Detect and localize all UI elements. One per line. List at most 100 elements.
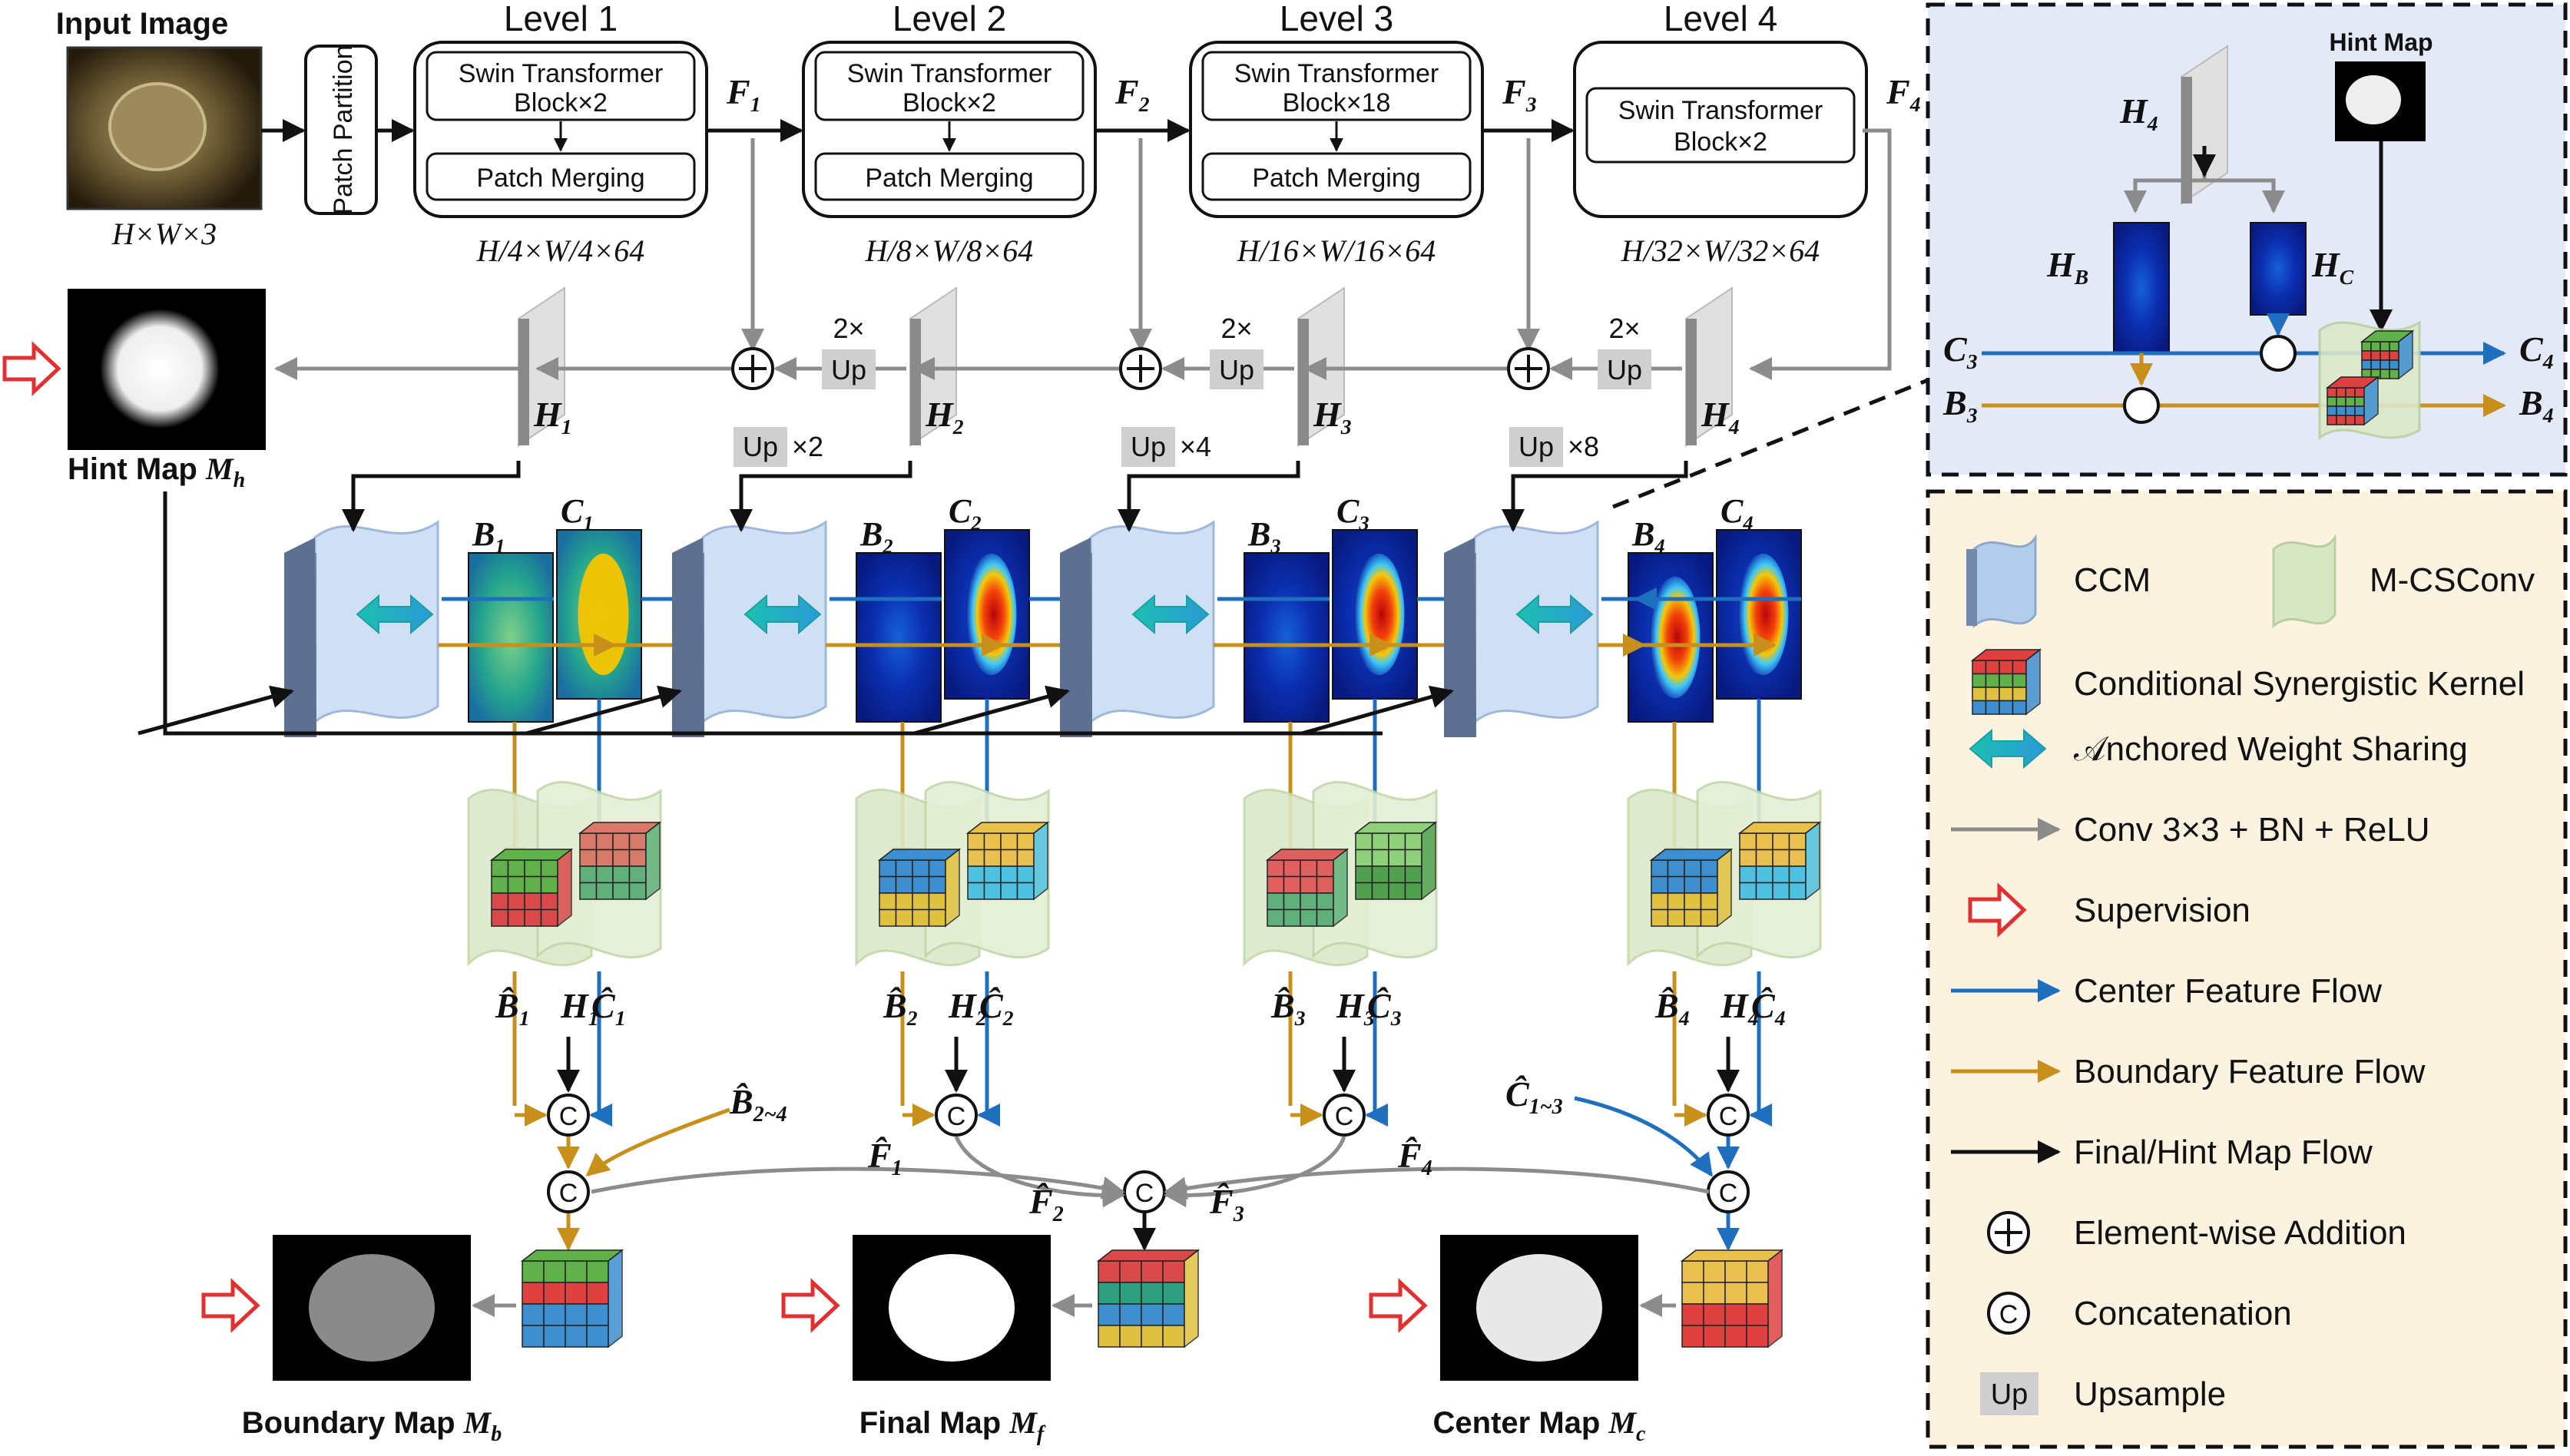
inset-kernel-b bbox=[2325, 376, 2380, 426]
cube-cell bbox=[967, 865, 985, 884]
cube-cell bbox=[1739, 849, 1757, 867]
cube-cell bbox=[1119, 1325, 1142, 1348]
legend-upsample-label: Upsample bbox=[2074, 1375, 2226, 1413]
hint-diag-1 bbox=[137, 685, 294, 736]
hint-map-label: Hint Map Mh bbox=[68, 452, 245, 492]
legend-mcsconv-label: M-CSConv bbox=[2370, 561, 2535, 599]
kernel-c-2 bbox=[965, 821, 1050, 901]
swin-block-box bbox=[814, 51, 1085, 121]
h-label-3: H3 bbox=[1313, 395, 1352, 438]
inset-hc-label: HC bbox=[2311, 245, 2354, 289]
legend-kernel-label: Conditional Synergistic Kernel bbox=[2074, 665, 2525, 703]
swin-block-count: Block×2 bbox=[902, 88, 996, 117]
cube-cell bbox=[540, 859, 558, 878]
cube-cell bbox=[565, 1325, 588, 1348]
cube-cell bbox=[1283, 859, 1301, 878]
legend-aws-label: 𝒜nchored Weight Sharing bbox=[2074, 730, 2468, 768]
cube-cell bbox=[1999, 687, 2014, 702]
h-panel-4-edge bbox=[1686, 319, 1697, 445]
cube-cell bbox=[1724, 1282, 1747, 1305]
cube-side bbox=[557, 848, 572, 928]
cube-cell bbox=[522, 1260, 545, 1283]
cube-cell bbox=[1985, 660, 2000, 675]
cube-cell bbox=[1700, 908, 1718, 927]
chat-label-2: Ĉ2 bbox=[979, 986, 1014, 1030]
cube-cell bbox=[879, 908, 897, 927]
cube-cell bbox=[1388, 882, 1406, 900]
kernel-b-3 bbox=[1265, 848, 1350, 928]
b-map-1 bbox=[468, 552, 554, 723]
cube-cell bbox=[1283, 892, 1301, 911]
cube-side bbox=[1421, 821, 1436, 901]
cube-cell bbox=[2380, 369, 2390, 379]
upsample-box bbox=[822, 349, 876, 389]
cube-cell bbox=[1700, 859, 1718, 878]
zoom-dash bbox=[1612, 378, 1929, 509]
output-blob-2 bbox=[889, 1254, 1015, 1362]
swin-block-box bbox=[1201, 51, 1472, 121]
patch-merging-box bbox=[1201, 152, 1472, 201]
cube-cell bbox=[1739, 832, 1757, 851]
cube-cell bbox=[1267, 908, 1285, 927]
cube-cell bbox=[1651, 859, 1669, 878]
cube-cell bbox=[1788, 832, 1807, 851]
bhat-label-2: B̂2 bbox=[883, 986, 918, 1030]
upsample-factor: 2× bbox=[833, 313, 864, 344]
fhat3-path bbox=[1164, 1136, 1346, 1208]
cube-cell bbox=[1355, 882, 1373, 900]
cube-cell bbox=[1681, 1325, 1704, 1348]
input-polyp bbox=[108, 82, 207, 171]
concat-center-label: C bbox=[1719, 1179, 1738, 1208]
upsample-factor: 2× bbox=[1220, 313, 1252, 344]
cube-cell bbox=[1388, 865, 1406, 884]
cube-cell bbox=[1651, 875, 1669, 894]
chat-range-curve bbox=[1574, 1096, 1714, 1177]
h-to-ccm-2 bbox=[730, 461, 912, 532]
cube-cell bbox=[628, 865, 647, 884]
aws-arrow-1 bbox=[356, 594, 434, 635]
cube-cell bbox=[1724, 1325, 1747, 1348]
swin-block-label: Swin Transformer bbox=[459, 59, 663, 88]
cube-cell bbox=[522, 1282, 545, 1305]
cube-cell bbox=[579, 832, 598, 851]
c-label-2: C2 bbox=[949, 492, 982, 534]
cube-cell bbox=[895, 908, 913, 927]
cube-cell bbox=[586, 1260, 609, 1283]
cube-cell bbox=[1000, 849, 1018, 867]
cube-cell bbox=[491, 892, 509, 911]
concat-node-3-label: C bbox=[1335, 1102, 1354, 1131]
cube-cell bbox=[1772, 849, 1790, 867]
c-label-4: C4 bbox=[1721, 492, 1754, 534]
cube-cell bbox=[612, 882, 631, 900]
output-label-2: Final Map Mf bbox=[859, 1405, 1046, 1446]
b-label-2: B2 bbox=[859, 515, 893, 558]
cube-cell bbox=[586, 1303, 609, 1326]
cube-cell bbox=[1355, 865, 1373, 884]
output-blob-3 bbox=[1476, 1254, 1602, 1362]
upsample-box bbox=[1210, 349, 1263, 389]
cube-cell bbox=[540, 875, 558, 894]
cube-cell bbox=[1098, 1303, 1121, 1326]
cube-side bbox=[1767, 1249, 1783, 1348]
cube-top bbox=[1680, 1249, 1784, 1262]
cube-cell bbox=[928, 875, 946, 894]
cube-cell bbox=[524, 908, 542, 927]
inset-hb-label: HB bbox=[2046, 245, 2088, 289]
kernel-c-1 bbox=[578, 821, 662, 901]
b-map-3 bbox=[1244, 552, 1330, 723]
cube-cell bbox=[628, 849, 647, 867]
cube-cell bbox=[2345, 405, 2356, 416]
legend-kernel-icon bbox=[1970, 648, 2042, 716]
cube-cell bbox=[1999, 700, 2014, 715]
cube-cell bbox=[879, 892, 897, 911]
patch-merging-label: Patch Merging bbox=[1252, 164, 1420, 193]
inset-hc-map bbox=[2250, 222, 2307, 316]
chat-range-label: Ĉ1~3 bbox=[1505, 1074, 1563, 1119]
upxn-box bbox=[1509, 427, 1563, 467]
cube-cell bbox=[912, 908, 930, 927]
inset-c4-label: C4 bbox=[2519, 329, 2553, 373]
cube-cell bbox=[543, 1325, 566, 1348]
cube-cell bbox=[1141, 1325, 1164, 1348]
